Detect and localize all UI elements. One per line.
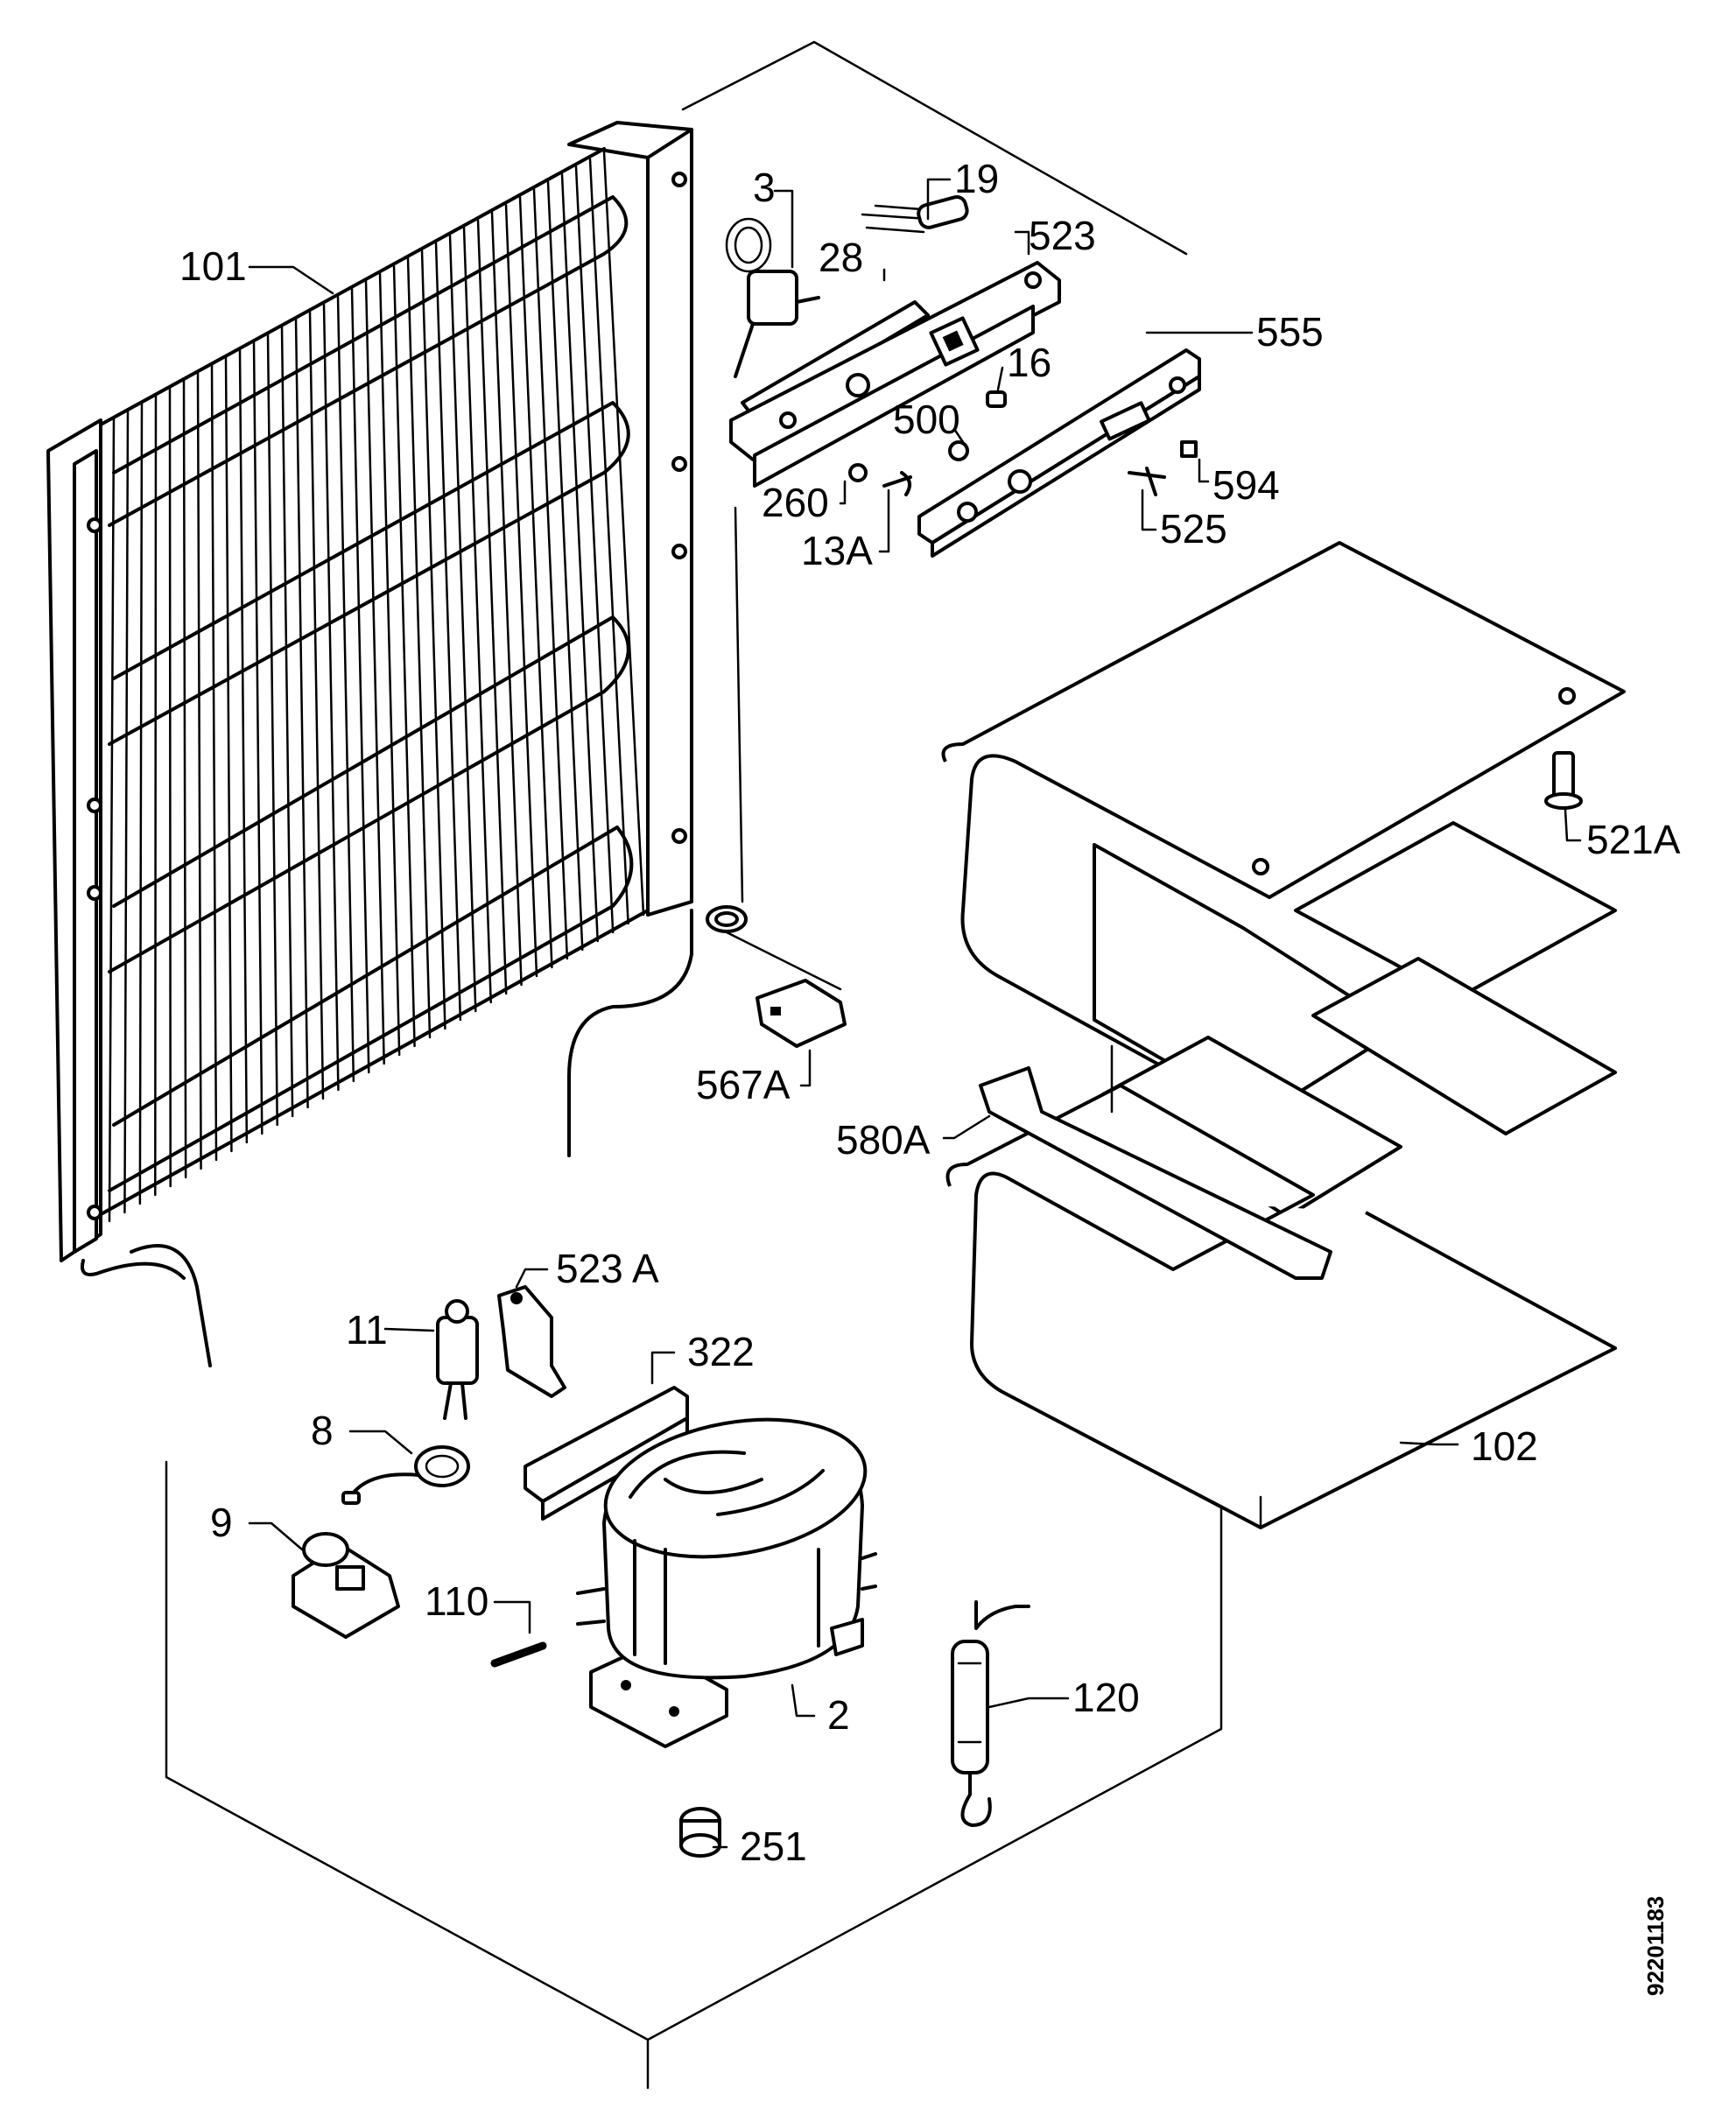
part-label-11: 11 [346, 1307, 388, 1353]
part-label-3: 3 [753, 165, 776, 210]
part-label-120: 120 [1072, 1675, 1140, 1720]
condenser-wire [238, 348, 249, 1144]
condenser-wire [123, 410, 130, 1214]
condenser-wire [364, 279, 385, 1065]
starter-clip [292, 1532, 400, 1639]
part-label-13a: 13A [801, 528, 873, 573]
condenser-wire [518, 196, 553, 969]
part-label-16: 16 [1007, 340, 1051, 385]
relay-and-bracket [436, 1285, 566, 1420]
condenser-wire [168, 386, 172, 1188]
part-label-101: 101 [179, 243, 247, 289]
condenser-wire [406, 256, 432, 1039]
part-label-322: 322 [687, 1329, 755, 1374]
base-plane-outline [165, 40, 1223, 2090]
part-label-525: 525 [1160, 506, 1227, 552]
capillary-tube [706, 506, 842, 991]
clip-567a [756, 979, 847, 1048]
part-label-500: 500 [893, 397, 960, 442]
part-label-521a: 521A [1586, 817, 1681, 862]
part-labels: 101 3 19 28 523 555 16 500 260 594 13A 5… [179, 156, 1681, 1869]
condenser-wire [462, 226, 492, 1004]
part-label-28: 28 [819, 235, 863, 280]
part-label-110: 110 [425, 1578, 488, 1624]
condenser-wire [588, 158, 629, 925]
condenser-wire [420, 249, 446, 1030]
condenser-wire [108, 417, 116, 1223]
control-panel-555 [848, 348, 1201, 558]
part-label-19: 19 [954, 156, 999, 201]
condenser-wire [266, 333, 278, 1127]
part-label-251: 251 [740, 1823, 807, 1869]
condenser-wire [308, 310, 325, 1100]
condenser-wire [532, 188, 569, 960]
part-label-2: 2 [827, 1692, 850, 1738]
condenser-wire [476, 219, 508, 995]
condenser-wire [504, 203, 538, 978]
part-label-102: 102 [1471, 1423, 1538, 1469]
part-label-260: 260 [762, 480, 829, 525]
compressor [576, 1417, 877, 1748]
leader-lines [248, 178, 1582, 1849]
condenser-wire [434, 242, 462, 1022]
thermostat-assembly [725, 194, 1061, 488]
filter-drier [951, 1600, 1030, 1827]
condenser-wire [546, 180, 584, 952]
condenser-wire [154, 394, 158, 1197]
condenser-wire [280, 326, 294, 1118]
grommet-251 [679, 1807, 721, 1858]
condenser-grid [46, 121, 693, 1367]
condenser-wire [602, 150, 645, 917]
condenser-wire [490, 211, 523, 987]
part-label-580a: 580A [836, 1117, 931, 1163]
cabinet-shell [941, 541, 1626, 1529]
condenser-wire [294, 318, 309, 1109]
condenser-wire [574, 165, 615, 934]
condenser-wire [224, 356, 233, 1153]
condenser-wire [210, 363, 218, 1162]
part-label-567a: 567A [696, 1062, 791, 1107]
condenser-wire [182, 379, 187, 1179]
condenser-wire [560, 172, 599, 943]
condenser-wire [350, 287, 370, 1074]
part-label-555: 555 [1256, 309, 1324, 355]
part-label-8: 8 [311, 1408, 334, 1453]
part-label-9: 9 [210, 1500, 233, 1545]
document-number: 92201183 [1642, 1896, 1669, 1996]
condenser-wire [252, 341, 264, 1135]
condenser-wire [196, 371, 202, 1170]
pin-110 [490, 1641, 547, 1668]
condenser-wire [138, 402, 144, 1205]
condenser-wire [448, 234, 477, 1013]
condenser-wire [378, 272, 401, 1057]
condenser-wire [392, 264, 416, 1048]
overload-protector [341, 1445, 470, 1505]
condenser-wire [336, 295, 355, 1083]
part-label-523: 523 [1029, 213, 1096, 258]
part-label-594: 594 [1212, 462, 1280, 508]
part-label-523a: 523 A [556, 1246, 659, 1291]
condenser-wire [322, 303, 340, 1092]
